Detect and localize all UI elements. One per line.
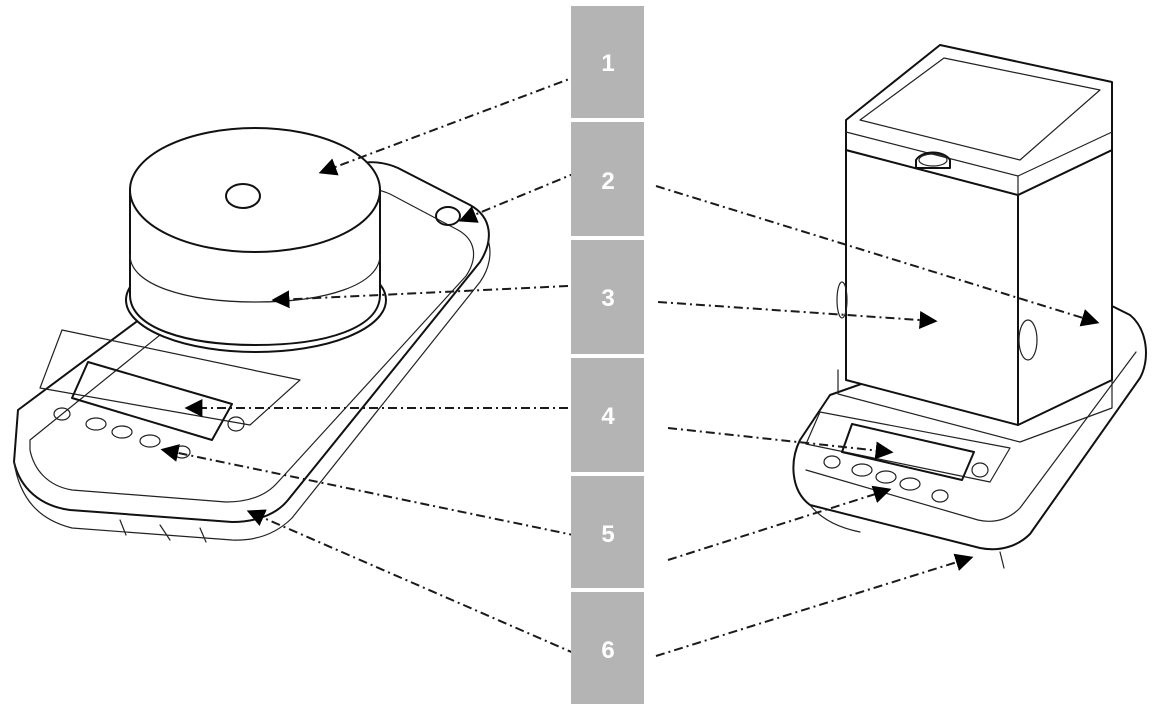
leader-6-left-base [246,509,577,655]
leader-3-left-shield [271,285,569,309]
callout-3: 3 [571,240,644,354]
callout-5-label: 5 [601,521,614,548]
callout-2-label: 2 [601,168,614,195]
callout-column: 1 2 3 4 5 6 [571,6,644,704]
leader-5-left-keys [160,444,579,537]
callout-6-label: 6 [601,637,614,664]
callout-4-label: 4 [601,403,615,430]
leader-lines [160,74,1100,657]
callout-3-label: 3 [601,285,614,312]
leader-2-right-level [655,185,1100,327]
leader-3-right-shield [657,301,938,329]
leader-2-left-level [458,171,579,223]
leader-1-pan [318,74,581,176]
precision-balance-illustration [13,127,491,543]
callout-5: 5 [571,476,644,588]
callout-1: 1 [571,6,644,118]
analytical-balance-illustration [792,44,1147,569]
callout-2: 2 [571,122,644,236]
callout-1-label: 1 [601,50,614,77]
callout-6: 6 [571,592,644,704]
leader-5-right-keys [667,485,892,561]
callout-4: 4 [571,358,644,472]
leader-6-right-base [655,553,974,657]
